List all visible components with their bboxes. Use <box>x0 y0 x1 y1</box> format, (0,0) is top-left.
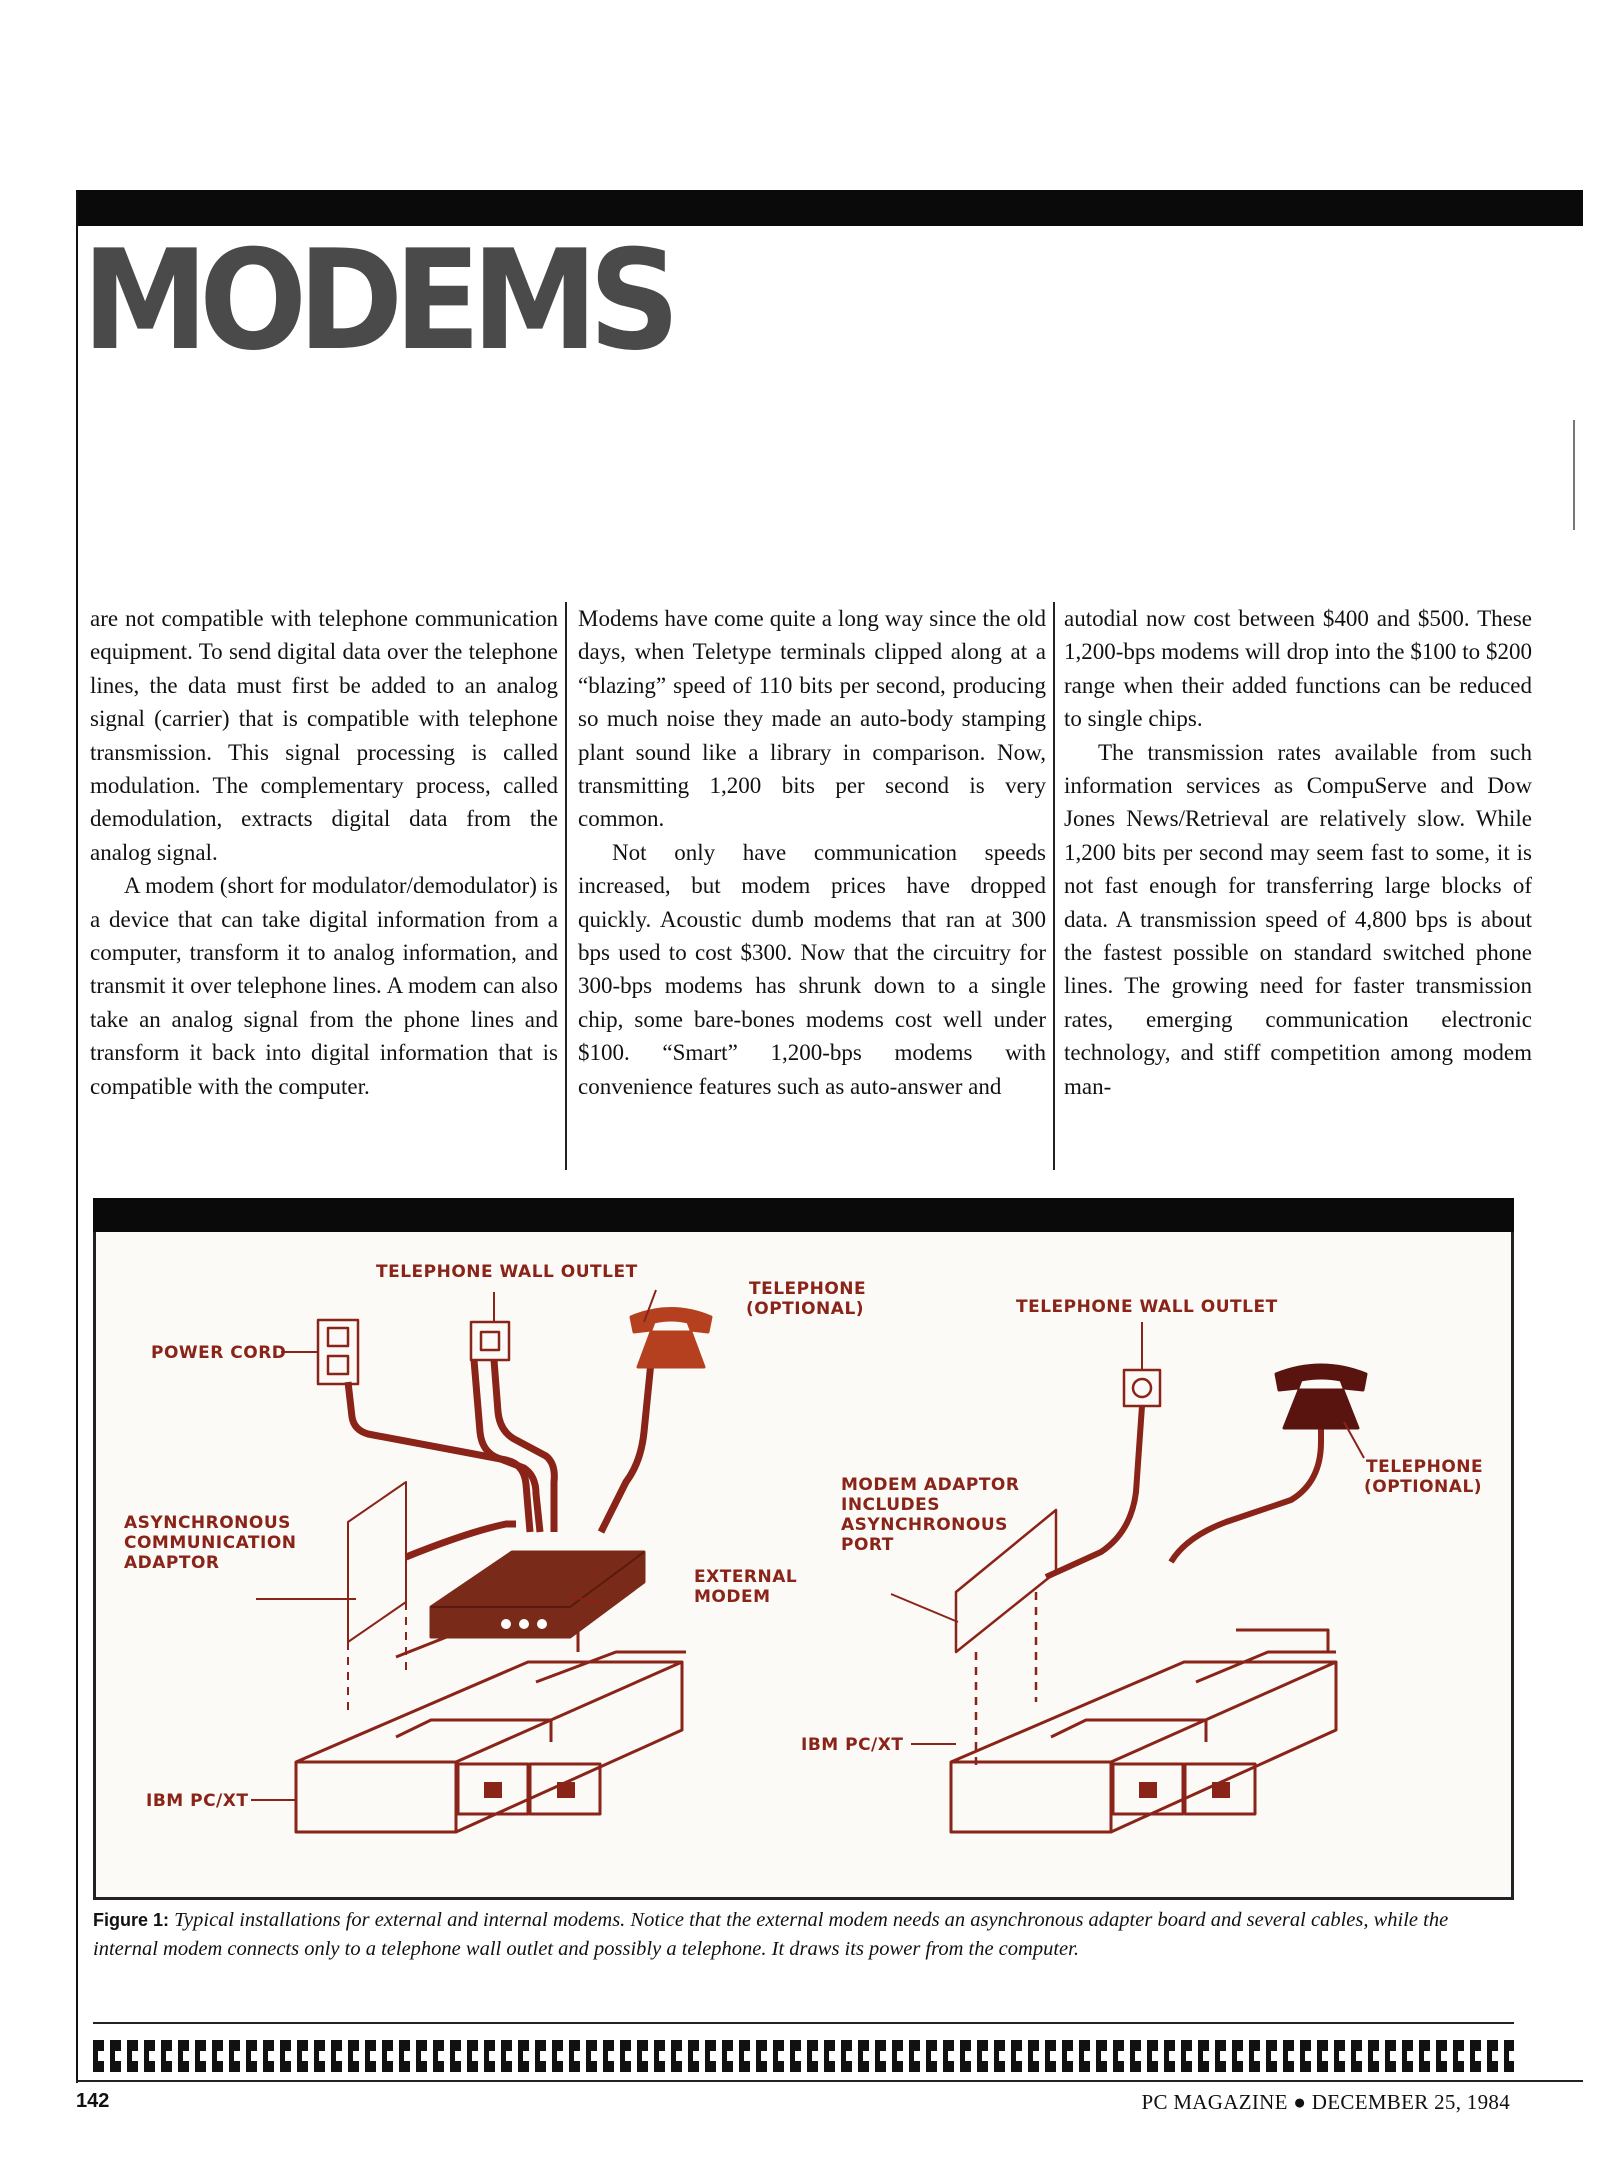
external-modem <box>429 1550 646 1639</box>
internal-modem-adaptor-card <box>954 1508 1058 1772</box>
ibm-pcxt-right-computer <box>949 1628 1338 1834</box>
figure-caption-text: Typical installations for external and i… <box>93 1909 1449 1960</box>
decorative-checker-border-mask <box>93 2051 1514 2061</box>
modem-installation-figure: TELEPHONE WALL OUTLET TELEPHONE (OPTIONA… <box>124 1262 1483 1834</box>
ibm-pcxt-left-drive-lights <box>484 1782 575 1798</box>
label-telephone-left-line-1: TELEPHONE <box>749 1279 866 1299</box>
ibm-pcxt-left-computer <box>294 1625 686 1834</box>
column-3-paragraph-2: The transmission rates available from su… <box>1064 739 1532 1099</box>
telephone-right-icon <box>1274 1363 1368 1430</box>
label-leader-lines-right <box>890 1322 1365 1745</box>
column-divider <box>1053 602 1055 1170</box>
column-1-paragraph-1: are not compatible with telephone commun… <box>90 606 558 865</box>
external-modem-lights <box>501 1619 547 1629</box>
label-telephone-right-line-2: (OPTIONAL) <box>1364 1477 1482 1497</box>
column-divider <box>565 602 567 1170</box>
figure-caption: Figure 1: Typical installations for exte… <box>93 1906 1514 1964</box>
label-external-modem-line-2: MODEM <box>694 1587 771 1607</box>
column-3-paragraph-1: autodial now cost between $400 and $500.… <box>1064 606 1532 732</box>
article-headline: MODEMS <box>82 220 680 381</box>
label-modem-adaptor-line-4: PORT <box>841 1535 894 1555</box>
label-ibm-pcxt-left: IBM PC/XT <box>146 1791 248 1811</box>
column-2-paragraph-2: Not only have communication speeds incre… <box>578 839 1046 1099</box>
label-modem-adaptor-line-3: ASYNCHRONOUS <box>841 1515 1008 1535</box>
label-telephone-wall-outlet-right: TELEPHONE WALL OUTLET <box>1016 1297 1278 1317</box>
label-async-adaptor-line-3: ADAPTOR <box>124 1553 220 1573</box>
figure-header-bar <box>93 1198 1514 1232</box>
page-frame-rule <box>76 190 78 2083</box>
ibm-pcxt-right-drive-lights <box>1139 1782 1230 1798</box>
label-async-adaptor-line-2: COMMUNICATION <box>124 1533 297 1553</box>
divider-rule <box>93 2022 1514 2024</box>
label-telephone-left-line-2: (OPTIONAL) <box>746 1299 864 1319</box>
label-power-cord: POWER CORD <box>151 1343 286 1363</box>
body-column-1: are not compatible with telephone commun… <box>90 602 558 1174</box>
label-telephone-right-line-1: TELEPHONE <box>1366 1457 1483 1477</box>
label-external-modem-line-1: EXTERNAL <box>694 1567 797 1587</box>
label-modem-adaptor-line-1: MODEM ADAPTOR <box>841 1475 1019 1495</box>
label-async-adaptor-line-1: ASYNCHRONOUS <box>124 1513 291 1533</box>
label-leader-lines-left <box>251 1289 657 1801</box>
header-bar <box>76 190 1583 226</box>
label-modem-adaptor-line-2: INCLUDES <box>841 1495 940 1515</box>
label-ibm-pcxt-right: IBM PC/XT <box>801 1735 903 1755</box>
telephone-wall-outlet-right <box>1122 1368 1162 1408</box>
footer-rule <box>76 2080 1583 2082</box>
telephone-wall-outlet-left <box>469 1320 511 1362</box>
body-column-3: autodial now cost between $400 and $500.… <box>1064 602 1532 1174</box>
telephone-left-icon <box>629 1307 713 1369</box>
power-outlet <box>316 1318 360 1386</box>
label-telephone-wall-outlet-left: TELEPHONE WALL OUTLET <box>376 1262 638 1282</box>
internal-modem-cables <box>1044 1397 1324 1580</box>
page-number: 142 <box>76 2090 110 2112</box>
external-modem-cables <box>344 1359 655 1561</box>
column-2-paragraph-1: Modems have come quite a long way since … <box>578 606 1046 832</box>
column-1-paragraph-2: A modem (short for modulator/demodulator… <box>90 873 558 1099</box>
figure-frame <box>93 1198 1514 1900</box>
async-adaptor-card <box>347 1481 407 1712</box>
magazine-date-line: PC MAGAZINE ● DECEMBER 25, 1984 <box>1141 2090 1510 2114</box>
body-column-2: Modems have come quite a long way since … <box>578 602 1046 1174</box>
margin-rule <box>1573 420 1575 530</box>
figure-caption-label: Figure 1: <box>93 1910 170 1930</box>
